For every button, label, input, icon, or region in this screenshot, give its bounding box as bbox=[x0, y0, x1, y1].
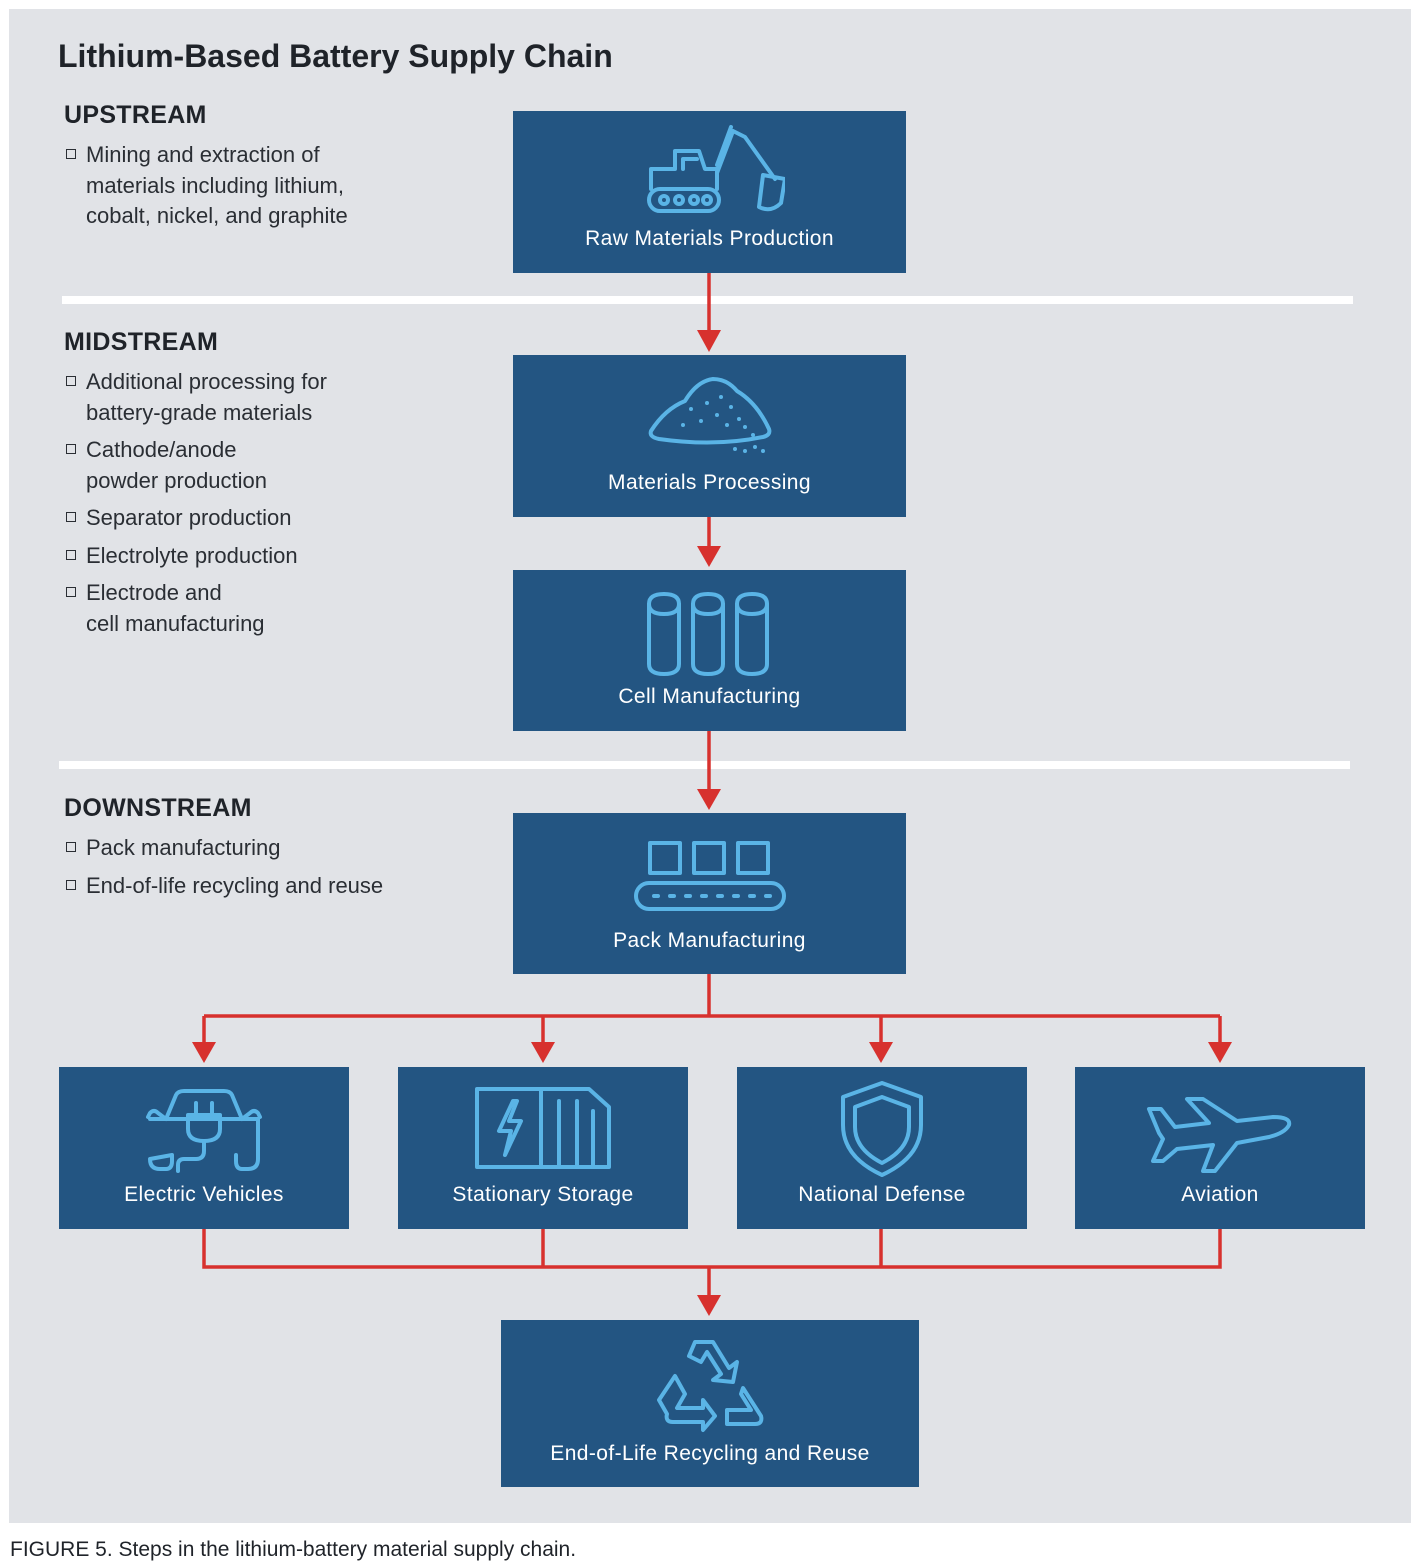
diagram-title: Lithium-Based Battery Supply Chain bbox=[58, 38, 613, 74]
section-upstream: UPSTREAM Mining and extraction of materi… bbox=[64, 101, 348, 239]
step-raw-materials-production: Raw Materials Production bbox=[513, 111, 906, 273]
conveyor-belt-icon bbox=[633, 841, 786, 911]
step-materials-processing: Materials Processing bbox=[513, 355, 906, 517]
figure-caption: FIGURE 5. Steps in the lithium-battery m… bbox=[10, 1538, 577, 1561]
bullet-list: Mining and extraction of materials inclu… bbox=[64, 140, 348, 232]
bullet-item: Additional processing for battery-grade … bbox=[64, 367, 327, 428]
step-label: Raw Materials Production bbox=[585, 227, 834, 250]
bullet-item: Separator production bbox=[64, 503, 327, 534]
arrowhead bbox=[697, 789, 721, 810]
application-national-defense: National Defense bbox=[737, 1067, 1027, 1229]
arrowhead bbox=[697, 330, 721, 352]
step-label: End-of-Life Recycling and Reuse bbox=[550, 1442, 870, 1465]
battery-cells-icon bbox=[646, 592, 769, 676]
bullet-item: End-of-life recycling and reuse bbox=[64, 871, 383, 902]
recycle-icon bbox=[657, 1340, 764, 1432]
bullet-list: Pack manufacturing End-of-life recycling… bbox=[64, 833, 383, 901]
energy-storage-icon bbox=[475, 1087, 611, 1169]
step-cell-manufacturing: Cell Manufacturing bbox=[513, 570, 906, 731]
bullet-item: Mining and extraction of materials inclu… bbox=[64, 140, 348, 232]
shield-icon bbox=[841, 1081, 923, 1177]
section-heading: DOWNSTREAM bbox=[64, 794, 252, 822]
step-label: Pack Manufacturing bbox=[613, 929, 806, 952]
application-label: Aviation bbox=[1181, 1183, 1259, 1206]
bullet-item: Electrode and cell manufacturing bbox=[64, 578, 327, 639]
step-label: Cell Manufacturing bbox=[618, 685, 801, 708]
section-heading: MIDSTREAM bbox=[64, 328, 219, 356]
application-label: Stationary Storage bbox=[452, 1183, 634, 1206]
step-end-of-life-recycling: End-of-Life Recycling and Reuse bbox=[501, 1320, 919, 1487]
arrowhead bbox=[531, 1042, 555, 1063]
arrowhead bbox=[192, 1042, 216, 1063]
arrowhead bbox=[869, 1042, 893, 1063]
bullet-item: Cathode/anode powder production bbox=[64, 435, 327, 496]
application-label: National Defense bbox=[798, 1183, 966, 1206]
step-pack-manufacturing: Pack Manufacturing bbox=[513, 813, 906, 974]
application-label: Electric Vehicles bbox=[124, 1183, 284, 1206]
step-label: Materials Processing bbox=[608, 471, 811, 494]
arrowhead bbox=[697, 1295, 721, 1316]
bullet-list: Additional processing for battery-grade … bbox=[64, 367, 327, 639]
divider-midstream-downstream bbox=[59, 761, 1350, 769]
section-downstream: DOWNSTREAM Pack manufacturing End-of-lif… bbox=[64, 794, 383, 908]
bullet-item: Electrolyte production bbox=[64, 541, 327, 572]
connector-merge-bar bbox=[202, 1229, 1222, 1269]
arrowhead bbox=[697, 546, 721, 567]
application-electric-vehicles: Electric Vehicles bbox=[59, 1067, 349, 1229]
airplane-icon bbox=[1147, 1097, 1292, 1173]
section-heading: UPSTREAM bbox=[64, 101, 207, 129]
bullet-item: Pack manufacturing bbox=[64, 833, 383, 864]
electric-car-icon bbox=[146, 1089, 262, 1173]
powder-pile-icon bbox=[648, 377, 771, 453]
excavator-icon bbox=[646, 125, 785, 213]
application-aviation: Aviation bbox=[1075, 1067, 1365, 1229]
application-stationary-storage: Stationary Storage bbox=[398, 1067, 688, 1229]
section-midstream: MIDSTREAM Additional processing for batt… bbox=[64, 328, 327, 646]
arrowhead bbox=[1208, 1042, 1232, 1063]
